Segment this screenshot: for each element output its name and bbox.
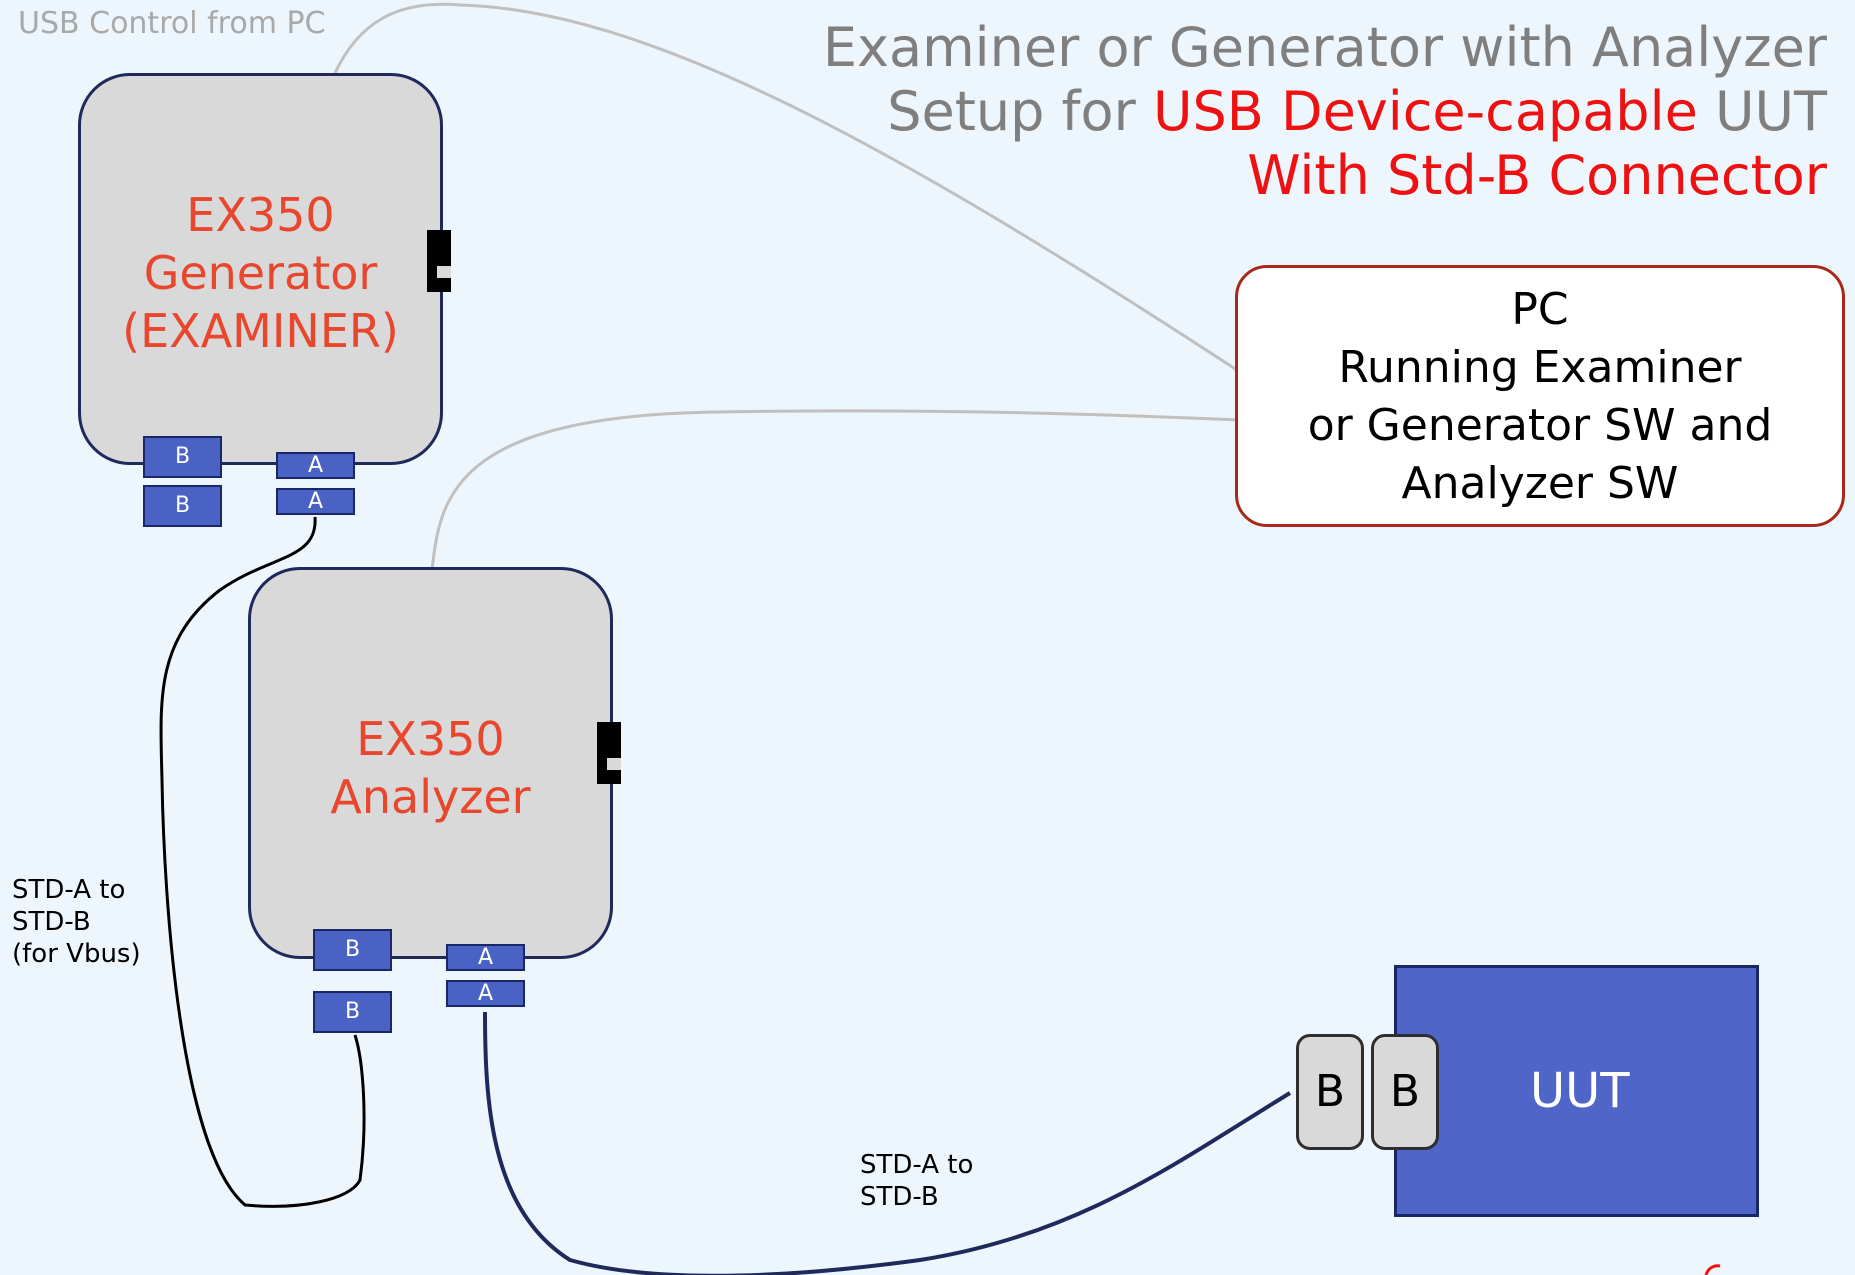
generator-device: EX350 Generator (EXAMINER) (78, 73, 443, 465)
title-line-3: With Std-B Connector (1247, 144, 1827, 207)
uut-cable-label: STD-A to STD-B (860, 1149, 973, 1213)
title-line-2-suffix: UUT (1697, 80, 1827, 143)
pc-label-line-2: Running Examiner (1338, 342, 1742, 393)
analyzer-port-b-2: B (313, 991, 392, 1033)
generator-label-line-3: (EXAMINER) (122, 304, 399, 358)
title-line-2-highlight: USB Device-capable (1152, 80, 1698, 143)
generator-port-a-2: A (276, 488, 355, 515)
uut-device (1394, 965, 1759, 1217)
generator-label-line-1: EX350 (186, 188, 335, 242)
pc-label-line-1: PC (1511, 284, 1569, 335)
analyzer-label: EX350 Analyzer (251, 710, 610, 826)
uut-port-b-2: B (1371, 1034, 1439, 1150)
pc-box: PC Running Examiner or Generator SW and … (1235, 265, 1845, 527)
pc-label-line-4: Analyzer SW (1401, 458, 1679, 509)
diagram-title: Examiner or Generator with Analyzer Setu… (823, 16, 1827, 208)
vbus-cable-label: STD-A to STD-B (for Vbus) (12, 874, 141, 970)
vbus-cable-label-line-2: STD-B (12, 907, 91, 937)
analyzer-label-line-1: EX350 (356, 712, 505, 766)
data-cable-analyzer-to-uut (483, 1011, 1292, 1275)
uut-port-b-1: B (1296, 1034, 1364, 1150)
analyzer-side-port (597, 722, 621, 784)
title-line-2: Setup for USB Device-capable UUT (823, 80, 1827, 144)
generator-port-a-1: A (276, 452, 355, 479)
uut-cable-label-line-1: STD-A to (860, 1150, 974, 1180)
usb-control-label: USB Control from PC (18, 6, 326, 41)
generator-label: EX350 Generator (EXAMINER) (81, 186, 440, 360)
analyzer-device: EX350 Analyzer (248, 567, 613, 959)
uut-cable-label-line-2: STD-B (860, 1182, 939, 1212)
control-cable-analyzer-to-pc (430, 409, 1241, 571)
generator-side-port (427, 230, 451, 292)
generator-label-line-2: Generator (143, 246, 378, 300)
title-line-1: Examiner or Generator with Analyzer (822, 16, 1827, 79)
vbus-cable (159, 516, 366, 1208)
uut-label: UUT (1530, 1063, 1630, 1119)
corner-mark (1704, 1264, 1721, 1275)
analyzer-label-line-2: Analyzer (330, 770, 531, 824)
control-cable-generator-to-pc (333, 2, 1241, 374)
analyzer-port-b-1: B (313, 929, 392, 971)
analyzer-port-a-2: A (446, 980, 525, 1007)
analyzer-port-a-1: A (446, 944, 525, 971)
generator-port-b-1: B (143, 436, 222, 478)
vbus-cable-label-line-3: (for Vbus) (12, 939, 141, 969)
pc-label-line-3: or Generator SW and (1307, 400, 1773, 451)
vbus-cable-label-line-1: STD-A to (12, 875, 126, 905)
title-line-2-prefix: Setup for (887, 80, 1153, 143)
generator-port-b-2: B (143, 485, 222, 527)
